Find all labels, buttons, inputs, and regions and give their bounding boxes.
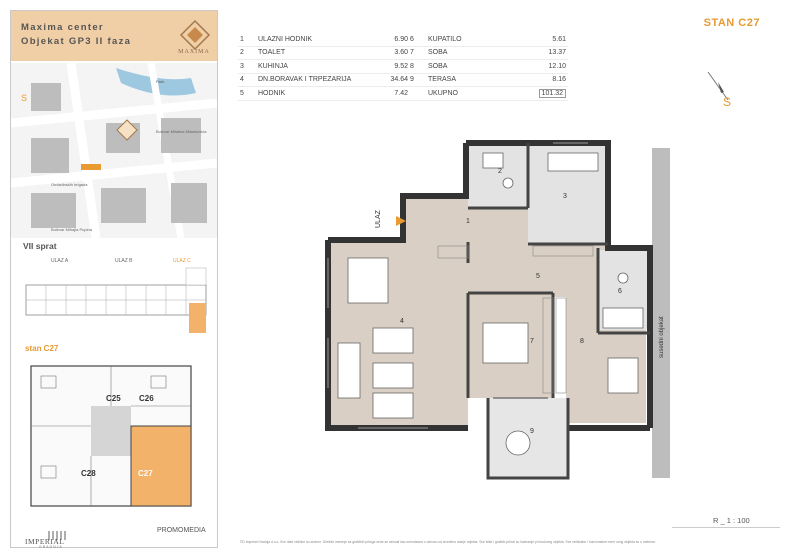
room-number-label: 9: [530, 428, 534, 435]
room-area-cell: 8.16: [503, 73, 568, 87]
unit-small-label: stan C27: [25, 344, 59, 353]
room-name-cell: ULAZNI HODNIK: [256, 33, 383, 47]
room-name-cell: KUPATILO: [426, 33, 504, 47]
entrance-label: ULAZ A: [51, 258, 69, 264]
room-area-cell: 34.64: [382, 73, 410, 87]
map-compass-letter: S: [21, 93, 27, 103]
room-number-label: 5: [536, 273, 540, 280]
imperial-logo-sub: GRADNJA: [39, 545, 63, 549]
maxima-logo-text: MAXIMA: [178, 49, 210, 55]
floor-title: VII sprat: [23, 241, 57, 251]
room-num-cell: 5: [238, 86, 256, 101]
room-name-cell: UKUPNO: [426, 86, 504, 101]
project-name: Maxima center: [21, 22, 104, 33]
room-num-cell: [408, 86, 426, 101]
room-area-cell: 3.60: [382, 46, 410, 60]
entrance-arrow-icon: [396, 216, 406, 226]
compass-letter: S: [723, 95, 732, 109]
room-area-cell: 7.42: [382, 86, 410, 101]
project-info-panel: Maxima center Objekat GP3 II faza MAXIMA…: [10, 10, 218, 549]
neighbor-building: [652, 148, 670, 478]
room-number-label: 7: [530, 338, 534, 345]
floor-key-plan: [25, 267, 207, 333]
neighbor-label: susedni objekat: [659, 316, 665, 358]
room-name-cell: HODNIK: [256, 86, 383, 101]
room-area-cell: 9.52: [382, 59, 410, 74]
location-map: S Bulevar Mihajla Pupina Bulevar Milutin…: [11, 63, 217, 238]
room-name-cell: KUHINJA: [256, 59, 383, 74]
mini-plan-label: C27: [138, 469, 153, 478]
project-building: Objekat GP3 II faza: [21, 36, 132, 47]
room-area-cell: 101.32: [503, 86, 568, 101]
room-number-label: 2: [498, 168, 502, 175]
map-street-label: Bulevar Milutina Milankovića: [156, 129, 207, 134]
room-num-cell: 6: [408, 33, 426, 47]
room-num-cell: 1: [238, 33, 256, 47]
disclaimer-text: ©D Imperial Gradnja d.o.o. Sve date veli…: [240, 540, 656, 544]
room-num-cell: 8: [408, 59, 426, 74]
imperial-logo-icon: [48, 531, 66, 540]
unit-title: STAN C27: [703, 17, 760, 29]
map-street-label: Bulevar Mihajla Pupina: [51, 227, 93, 232]
scale-label: R _ 1 : 100: [713, 516, 750, 525]
apartment-floor-plan: ULAZ susedni objekat 1 2 3 4 5 6 7 8 9: [325, 140, 670, 480]
room-number-label: 3: [563, 193, 567, 200]
floor-mini-plan: C25 C26 C28 C27: [30, 365, 192, 507]
room-name-cell: DN.BORAVAK I TRPEZARIJA: [256, 73, 383, 87]
room-row: UKUPNO 101.32: [408, 86, 568, 101]
mini-plan-label: C25: [106, 394, 121, 403]
imperial-logo-text: IMPERIAL: [25, 537, 65, 546]
room-number-label: 6: [618, 288, 622, 295]
room-num-cell: 7: [408, 46, 426, 60]
room-num-cell: 4: [238, 73, 256, 87]
project-header: Maxima center Objekat GP3 II faza MAXIMA: [11, 11, 217, 61]
scale-divider: [672, 527, 780, 528]
map-park-label: Park: [156, 79, 164, 84]
room-area-cell: 5.61: [503, 33, 568, 47]
maxima-logo-icon: [179, 19, 211, 51]
entrance-label: ULAZ B: [115, 258, 133, 264]
room-name-cell: TOALET: [256, 46, 383, 60]
compass-icon: [707, 71, 729, 101]
room-number-label: 1: [466, 218, 470, 225]
room-name-cell: SOBA: [426, 46, 504, 60]
room-number-label: 8: [580, 338, 584, 345]
room-number-label: 4: [400, 318, 404, 325]
room-area-cell: 6.90: [382, 33, 410, 47]
room-num-cell: 3: [238, 59, 256, 74]
room-area-cell: 13.37: [503, 46, 568, 60]
room-area-cell: 12.10: [503, 59, 568, 74]
room-name-cell: TERASA: [426, 73, 504, 87]
room-num-cell: 2: [238, 46, 256, 60]
room-num-cell: 9: [408, 73, 426, 87]
mini-plan-label: C28: [81, 469, 96, 478]
entrance-label: ULAZ C: [173, 258, 191, 264]
entrance-label: ULAZ: [375, 209, 382, 228]
room-5-floor: [468, 242, 608, 297]
mini-plan-label: C26: [139, 394, 154, 403]
map-street-label: Omladinskih brigada: [51, 182, 88, 187]
promomedia-label: PROMOMEDIA: [157, 527, 206, 534]
total-area-value: 101.32: [538, 88, 566, 98]
room-name-cell: SOBA: [426, 59, 504, 74]
